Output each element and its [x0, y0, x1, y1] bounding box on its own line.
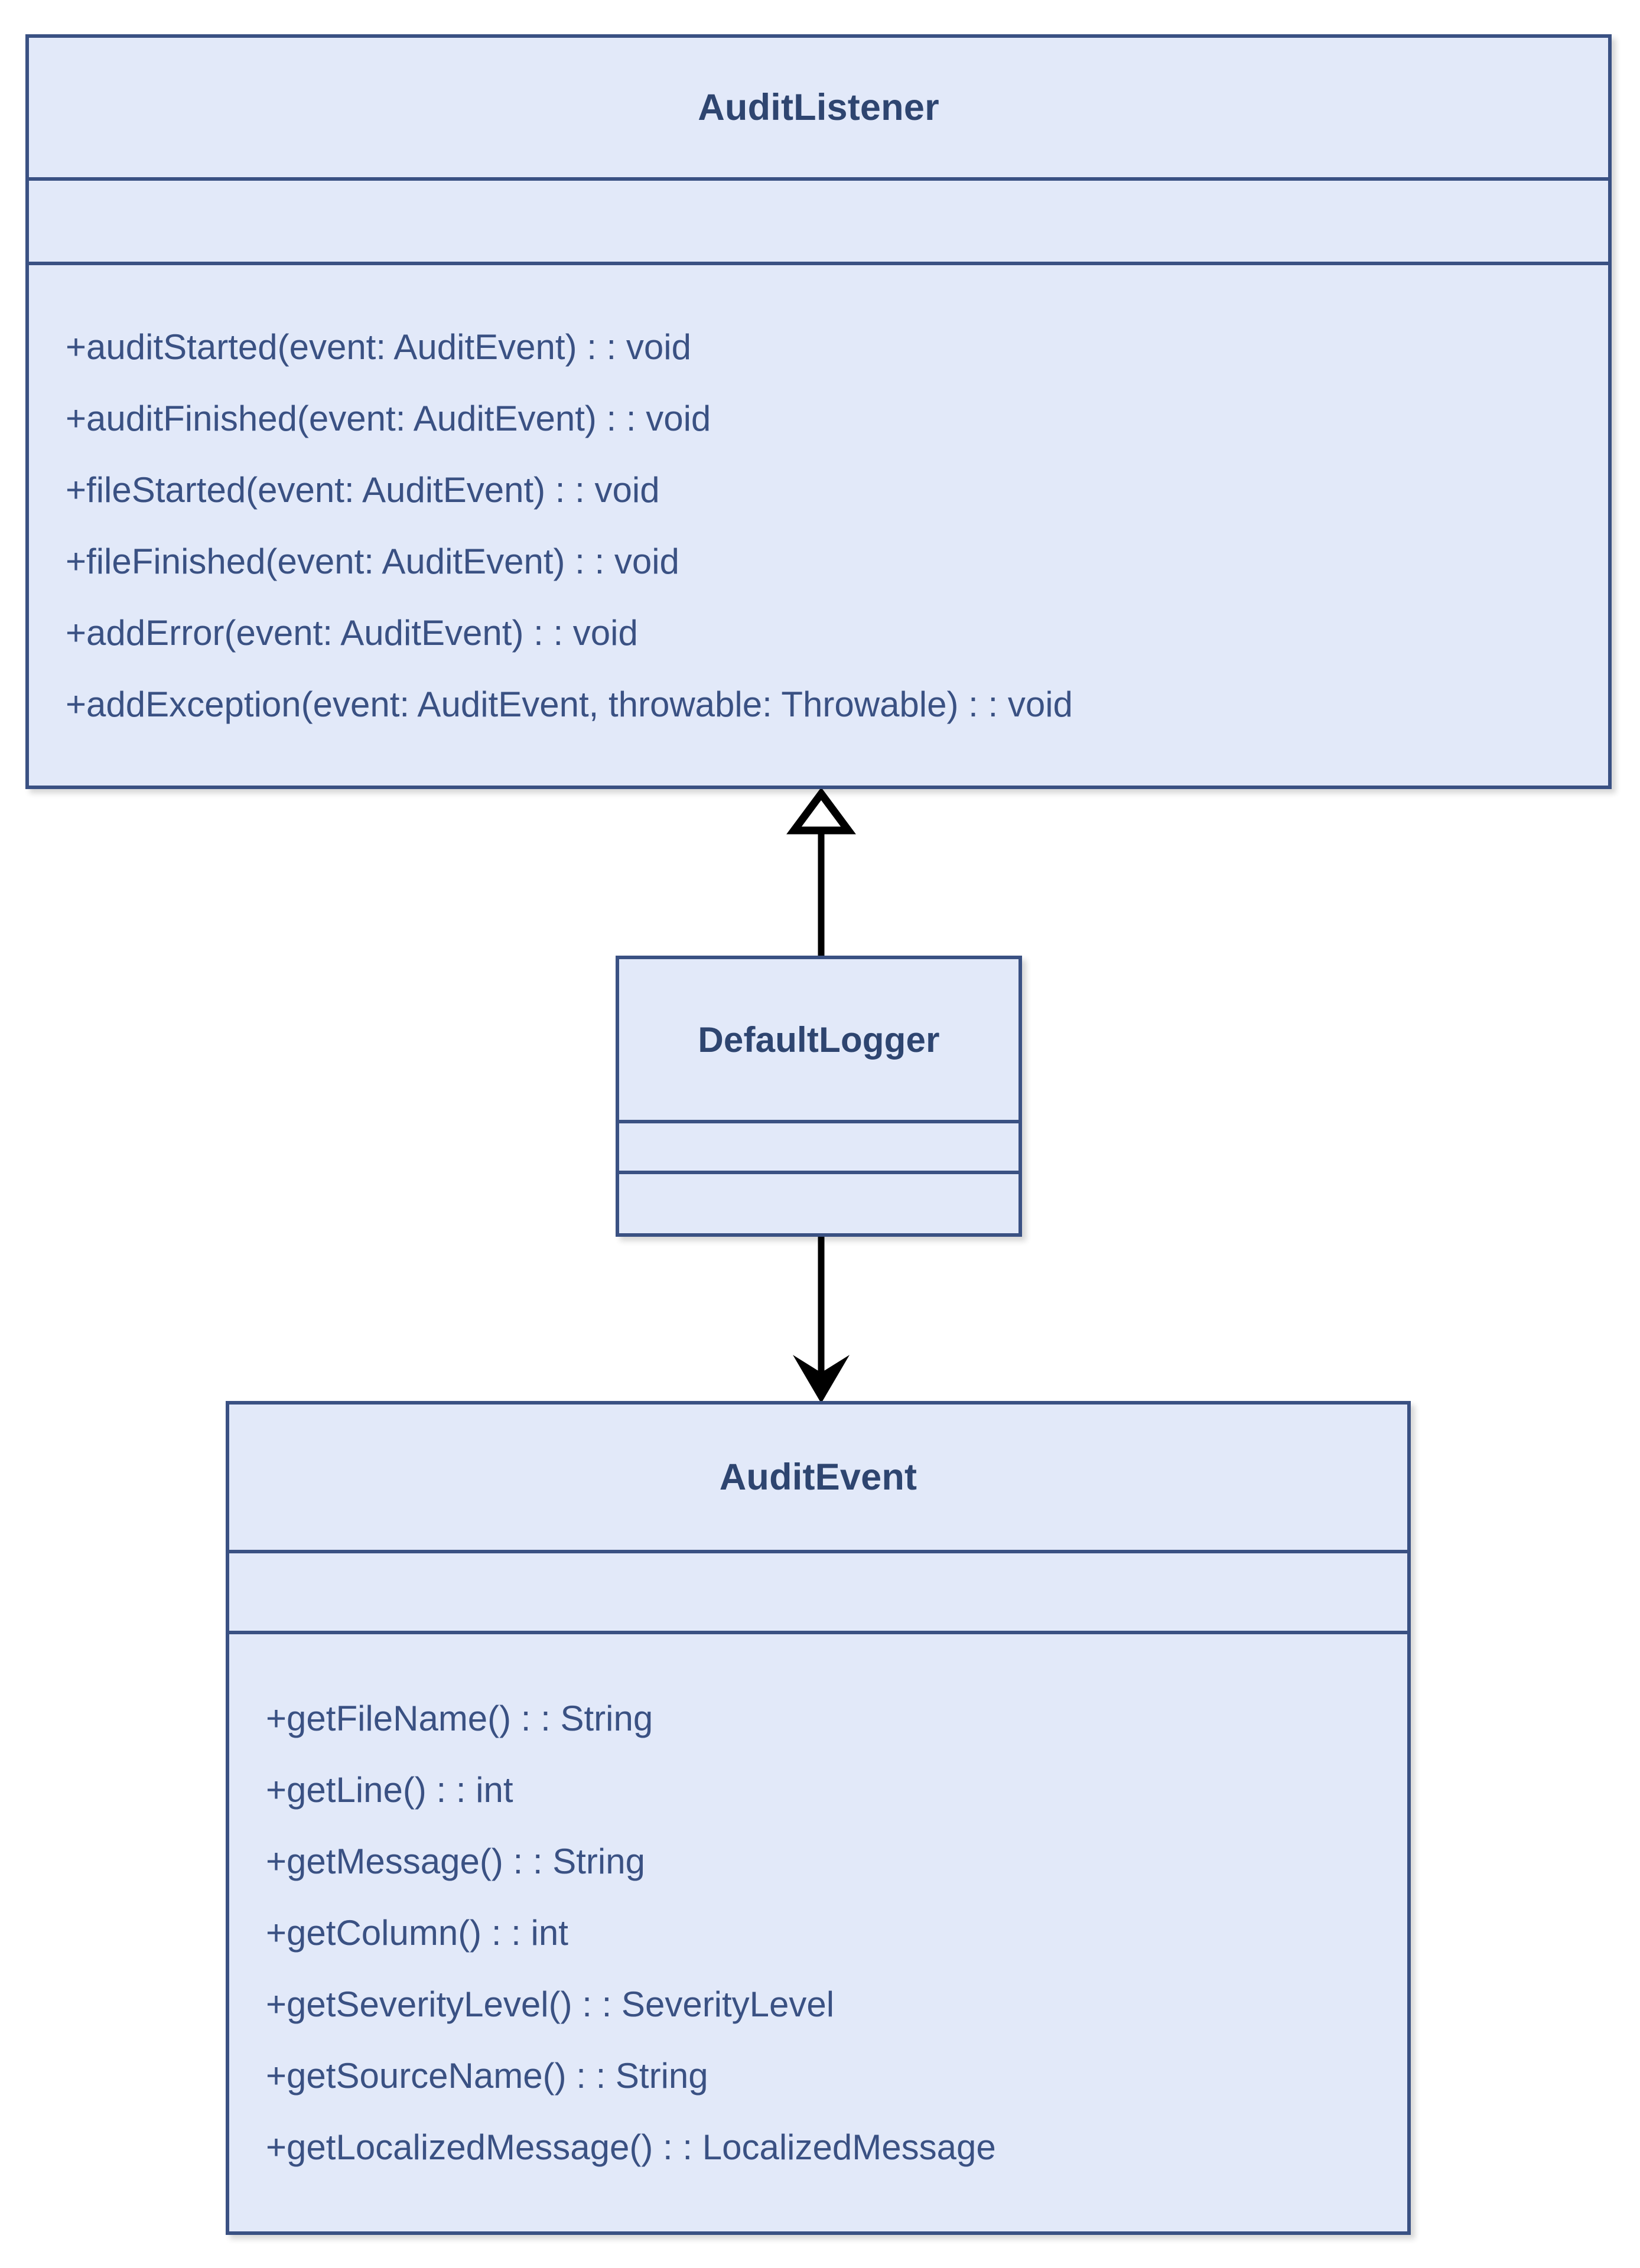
operations-compartment-auditevent: +getFileName() : : String +getLine() : :… [229, 1634, 1407, 2231]
association-connector-defaultlogger-to-auditevent [793, 1228, 850, 1403]
operations-compartment-defaultlogger [619, 1174, 1019, 1233]
operation-item: +getLocalizedMessage() : : LocalizedMess… [266, 2127, 996, 2167]
attributes-compartment-auditevent [229, 1553, 1407, 1631]
operation-item: +getFileName() : : String [266, 1699, 653, 1738]
operation-item: +getSeverityLevel() : : SeverityLevel [266, 1984, 835, 2024]
operation-item: +getMessage() : : String [266, 1842, 645, 1881]
class-name-defaultlogger: DefaultLogger [698, 1019, 940, 1060]
class-box-auditevent[interactable]: AuditEvent +getFileName() : : String +ge… [226, 1401, 1411, 2235]
class-name-auditevent: AuditEvent [719, 1456, 917, 1498]
operation-item: +addError(event: AuditEvent) : : void [66, 612, 638, 653]
class-divider-title-attrs [229, 1550, 1407, 1553]
class-box-auditlistener[interactable]: AuditListener +auditStarted(event: Audit… [25, 34, 1612, 789]
class-box-defaultlogger[interactable]: DefaultLogger [616, 956, 1022, 1237]
class-divider-attrs-ops [229, 1631, 1407, 1634]
class-divider-title-attrs [29, 177, 1608, 181]
generalization-connector-defaultlogger-to-auditlistener [786, 787, 856, 963]
operation-item: +fileFinished(event: AuditEvent) : : voi… [66, 541, 679, 581]
operation-item: +getColumn() : : int [266, 1913, 568, 1953]
operation-item: +getSourceName() : : String [266, 2056, 708, 2096]
class-name-auditlistener: AuditListener [698, 87, 939, 128]
operation-item: +auditFinished(event: AuditEvent) : : vo… [66, 398, 711, 438]
operation-item: +fileStarted(event: AuditEvent) : : void [66, 470, 660, 510]
class-divider-title-attrs [619, 1120, 1019, 1123]
operation-item: +addException(event: AuditEvent, throwab… [66, 684, 1073, 724]
operations-compartment-auditlistener: +auditStarted(event: AuditEvent) : : voi… [29, 265, 1608, 786]
class-divider-attrs-ops [29, 262, 1608, 265]
operation-item: +getLine() : : int [266, 1770, 513, 1810]
attributes-compartment-defaultlogger [619, 1123, 1019, 1171]
class-divider-attrs-ops [619, 1171, 1019, 1174]
attributes-compartment-auditlistener [29, 181, 1608, 262]
operation-item: +auditStarted(event: AuditEvent) : : voi… [66, 327, 691, 367]
